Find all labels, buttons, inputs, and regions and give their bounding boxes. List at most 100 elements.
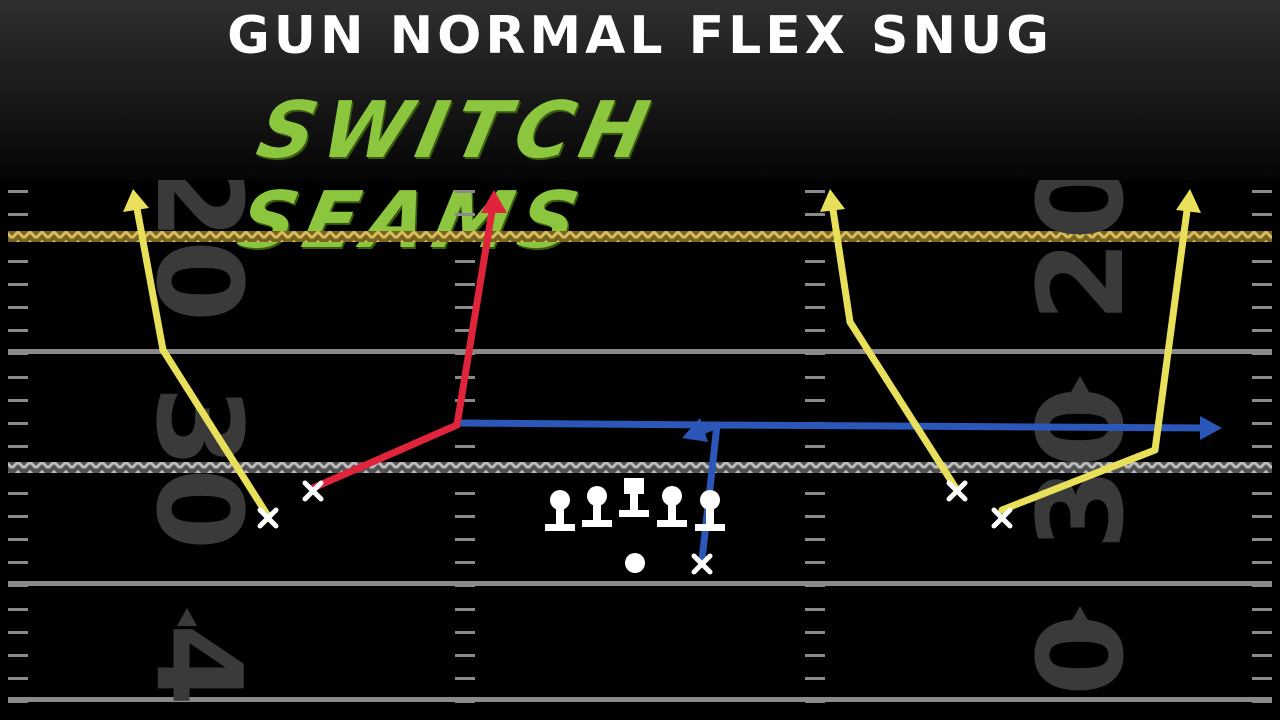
first-down-line bbox=[8, 231, 1272, 242]
hash-mark bbox=[1252, 631, 1272, 634]
hash-mark bbox=[805, 399, 825, 402]
hash-mark bbox=[805, 329, 825, 332]
yard-line-35 bbox=[8, 581, 1272, 586]
line-of-scrimmage bbox=[8, 462, 1272, 473]
hash-mark bbox=[805, 260, 825, 263]
direction-arrow-icon bbox=[1070, 376, 1090, 394]
hash-mark bbox=[1252, 677, 1272, 680]
x-mark-icon bbox=[302, 480, 324, 502]
hash-mark bbox=[805, 515, 825, 518]
hash-mark bbox=[1252, 561, 1272, 564]
hash-mark bbox=[455, 283, 475, 286]
hash-mark bbox=[1252, 422, 1272, 425]
hash-mark bbox=[8, 213, 28, 216]
arrow-head-icon bbox=[1200, 416, 1222, 440]
hash-mark bbox=[805, 631, 825, 634]
formation-title: GUN NORMAL FLEX SNUG bbox=[227, 6, 1053, 66]
hash-mark bbox=[805, 654, 825, 657]
hash-mark bbox=[1252, 515, 1272, 518]
direction-arrow-icon bbox=[1070, 606, 1090, 624]
hash-mark bbox=[8, 329, 28, 332]
hash-mark bbox=[1252, 654, 1272, 657]
hash-mark bbox=[805, 190, 825, 193]
lineman-icon bbox=[582, 486, 612, 527]
x-mark-icon bbox=[691, 553, 713, 575]
hash-mark bbox=[805, 306, 825, 309]
yard-number-right-30: 30 bbox=[1012, 386, 1150, 550]
yard-line-25 bbox=[8, 349, 1272, 354]
hash-mark bbox=[8, 399, 28, 402]
hash-mark bbox=[1252, 399, 1272, 402]
hash-mark bbox=[8, 376, 28, 379]
x-mark-icon bbox=[257, 507, 279, 529]
hash-mark bbox=[1252, 190, 1272, 193]
quarterback-dot-icon bbox=[625, 553, 645, 573]
hash-mark bbox=[455, 631, 475, 634]
hash-mark bbox=[455, 677, 475, 680]
route-seam-red bbox=[309, 201, 497, 492]
hash-mark bbox=[805, 376, 825, 379]
hash-mark bbox=[455, 538, 475, 541]
hash-mark bbox=[8, 515, 28, 518]
hash-mark bbox=[8, 283, 28, 286]
route-streak-right bbox=[998, 199, 1192, 514]
arrow-head-icon bbox=[1176, 189, 1201, 213]
hash-mark bbox=[455, 306, 475, 309]
hash-mark bbox=[8, 538, 28, 541]
hash-mark bbox=[805, 283, 825, 286]
center-icon bbox=[619, 478, 649, 517]
hash-mark bbox=[805, 608, 825, 611]
yard-number-left-40: 4 bbox=[130, 624, 268, 706]
hash-mark bbox=[1252, 213, 1272, 216]
direction-arrow-icon bbox=[177, 608, 197, 626]
hash-mark bbox=[8, 561, 28, 564]
hash-mark bbox=[455, 329, 475, 332]
hash-mark bbox=[8, 445, 28, 448]
yard-line-40 bbox=[8, 697, 1272, 702]
hash-mark bbox=[1252, 329, 1272, 332]
hash-mark bbox=[805, 538, 825, 541]
hash-mark bbox=[805, 445, 825, 448]
arrow-head-icon bbox=[481, 190, 507, 213]
hash-mark bbox=[455, 608, 475, 611]
hash-mark bbox=[8, 608, 28, 611]
hash-mark bbox=[1252, 376, 1272, 379]
x-mark-icon bbox=[991, 507, 1013, 529]
x-mark-icon bbox=[946, 480, 968, 502]
arrow-head-icon bbox=[123, 189, 149, 212]
yard-number-right-40: 0 bbox=[1012, 614, 1150, 696]
hash-mark bbox=[1252, 608, 1272, 611]
hash-mark bbox=[8, 492, 28, 495]
hash-mark bbox=[1252, 538, 1272, 541]
arrow-head-icon bbox=[682, 418, 708, 442]
hash-mark bbox=[455, 190, 475, 193]
hash-mark bbox=[455, 515, 475, 518]
hash-mark bbox=[455, 213, 475, 216]
hash-mark bbox=[1252, 492, 1272, 495]
lineman-icon bbox=[695, 490, 725, 531]
hash-mark bbox=[455, 492, 475, 495]
hash-mark bbox=[8, 260, 28, 263]
hash-mark bbox=[455, 445, 475, 448]
header-banner: GUN NORMAL FLEX SNUG SWITCH SEAMS bbox=[0, 0, 1280, 266]
hash-mark bbox=[455, 654, 475, 657]
hash-mark bbox=[8, 306, 28, 309]
hash-mark bbox=[1252, 283, 1272, 286]
yard-number-right-20: 20 bbox=[1012, 180, 1150, 322]
hash-mark bbox=[8, 654, 28, 657]
hash-mark bbox=[805, 492, 825, 495]
hash-mark bbox=[455, 561, 475, 564]
hash-mark bbox=[1252, 445, 1272, 448]
hash-mark bbox=[8, 190, 28, 193]
hash-mark bbox=[8, 631, 28, 634]
hash-mark bbox=[8, 677, 28, 680]
hash-mark bbox=[1252, 306, 1272, 309]
hash-mark bbox=[455, 399, 475, 402]
lineman-icon bbox=[657, 486, 687, 527]
route-streak-mid-right bbox=[828, 199, 961, 494]
hash-mark bbox=[805, 561, 825, 564]
hash-mark bbox=[805, 677, 825, 680]
hash-mark bbox=[455, 260, 475, 263]
lineman-icon bbox=[545, 490, 575, 531]
hash-mark bbox=[8, 422, 28, 425]
